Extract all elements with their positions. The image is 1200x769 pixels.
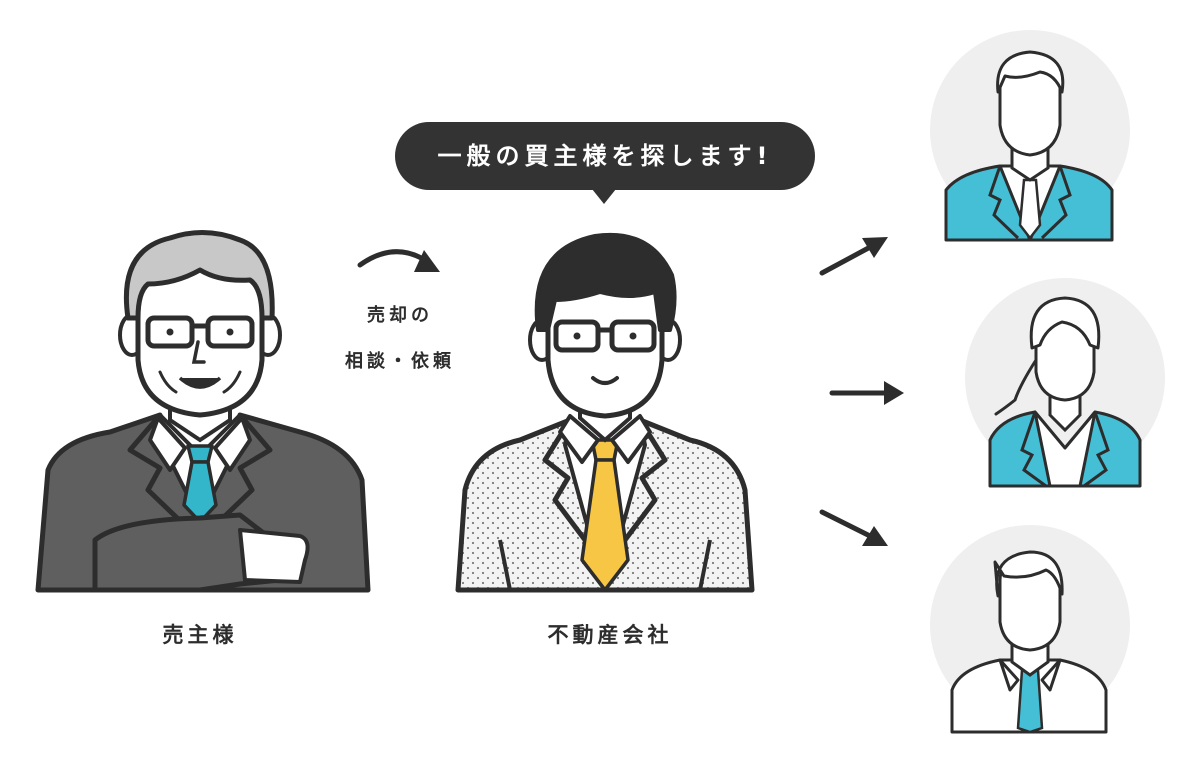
arrow-up-right-icon — [819, 237, 888, 276]
speech-bubble-text: 一般の買主様を探します! — [437, 142, 773, 170]
seller-label: 売主様 — [162, 623, 238, 647]
arrow-down-right-icon — [819, 509, 888, 546]
buyer-avatar-3 — [930, 525, 1130, 734]
buyer-avatar-2 — [965, 278, 1165, 488]
speech-bubble — [395, 122, 815, 204]
flow-label-line2: 相談・依頼 — [345, 351, 455, 372]
seller-illustration — [35, 229, 371, 593]
agency-label: 不動産会社 — [547, 623, 673, 647]
curved-arrow-icon — [357, 249, 440, 272]
arrow-right-icon — [829, 381, 904, 405]
agent-illustration — [455, 232, 755, 593]
flow-label-line1: 売却の — [367, 305, 433, 326]
buyer-avatar-1 — [930, 30, 1130, 242]
